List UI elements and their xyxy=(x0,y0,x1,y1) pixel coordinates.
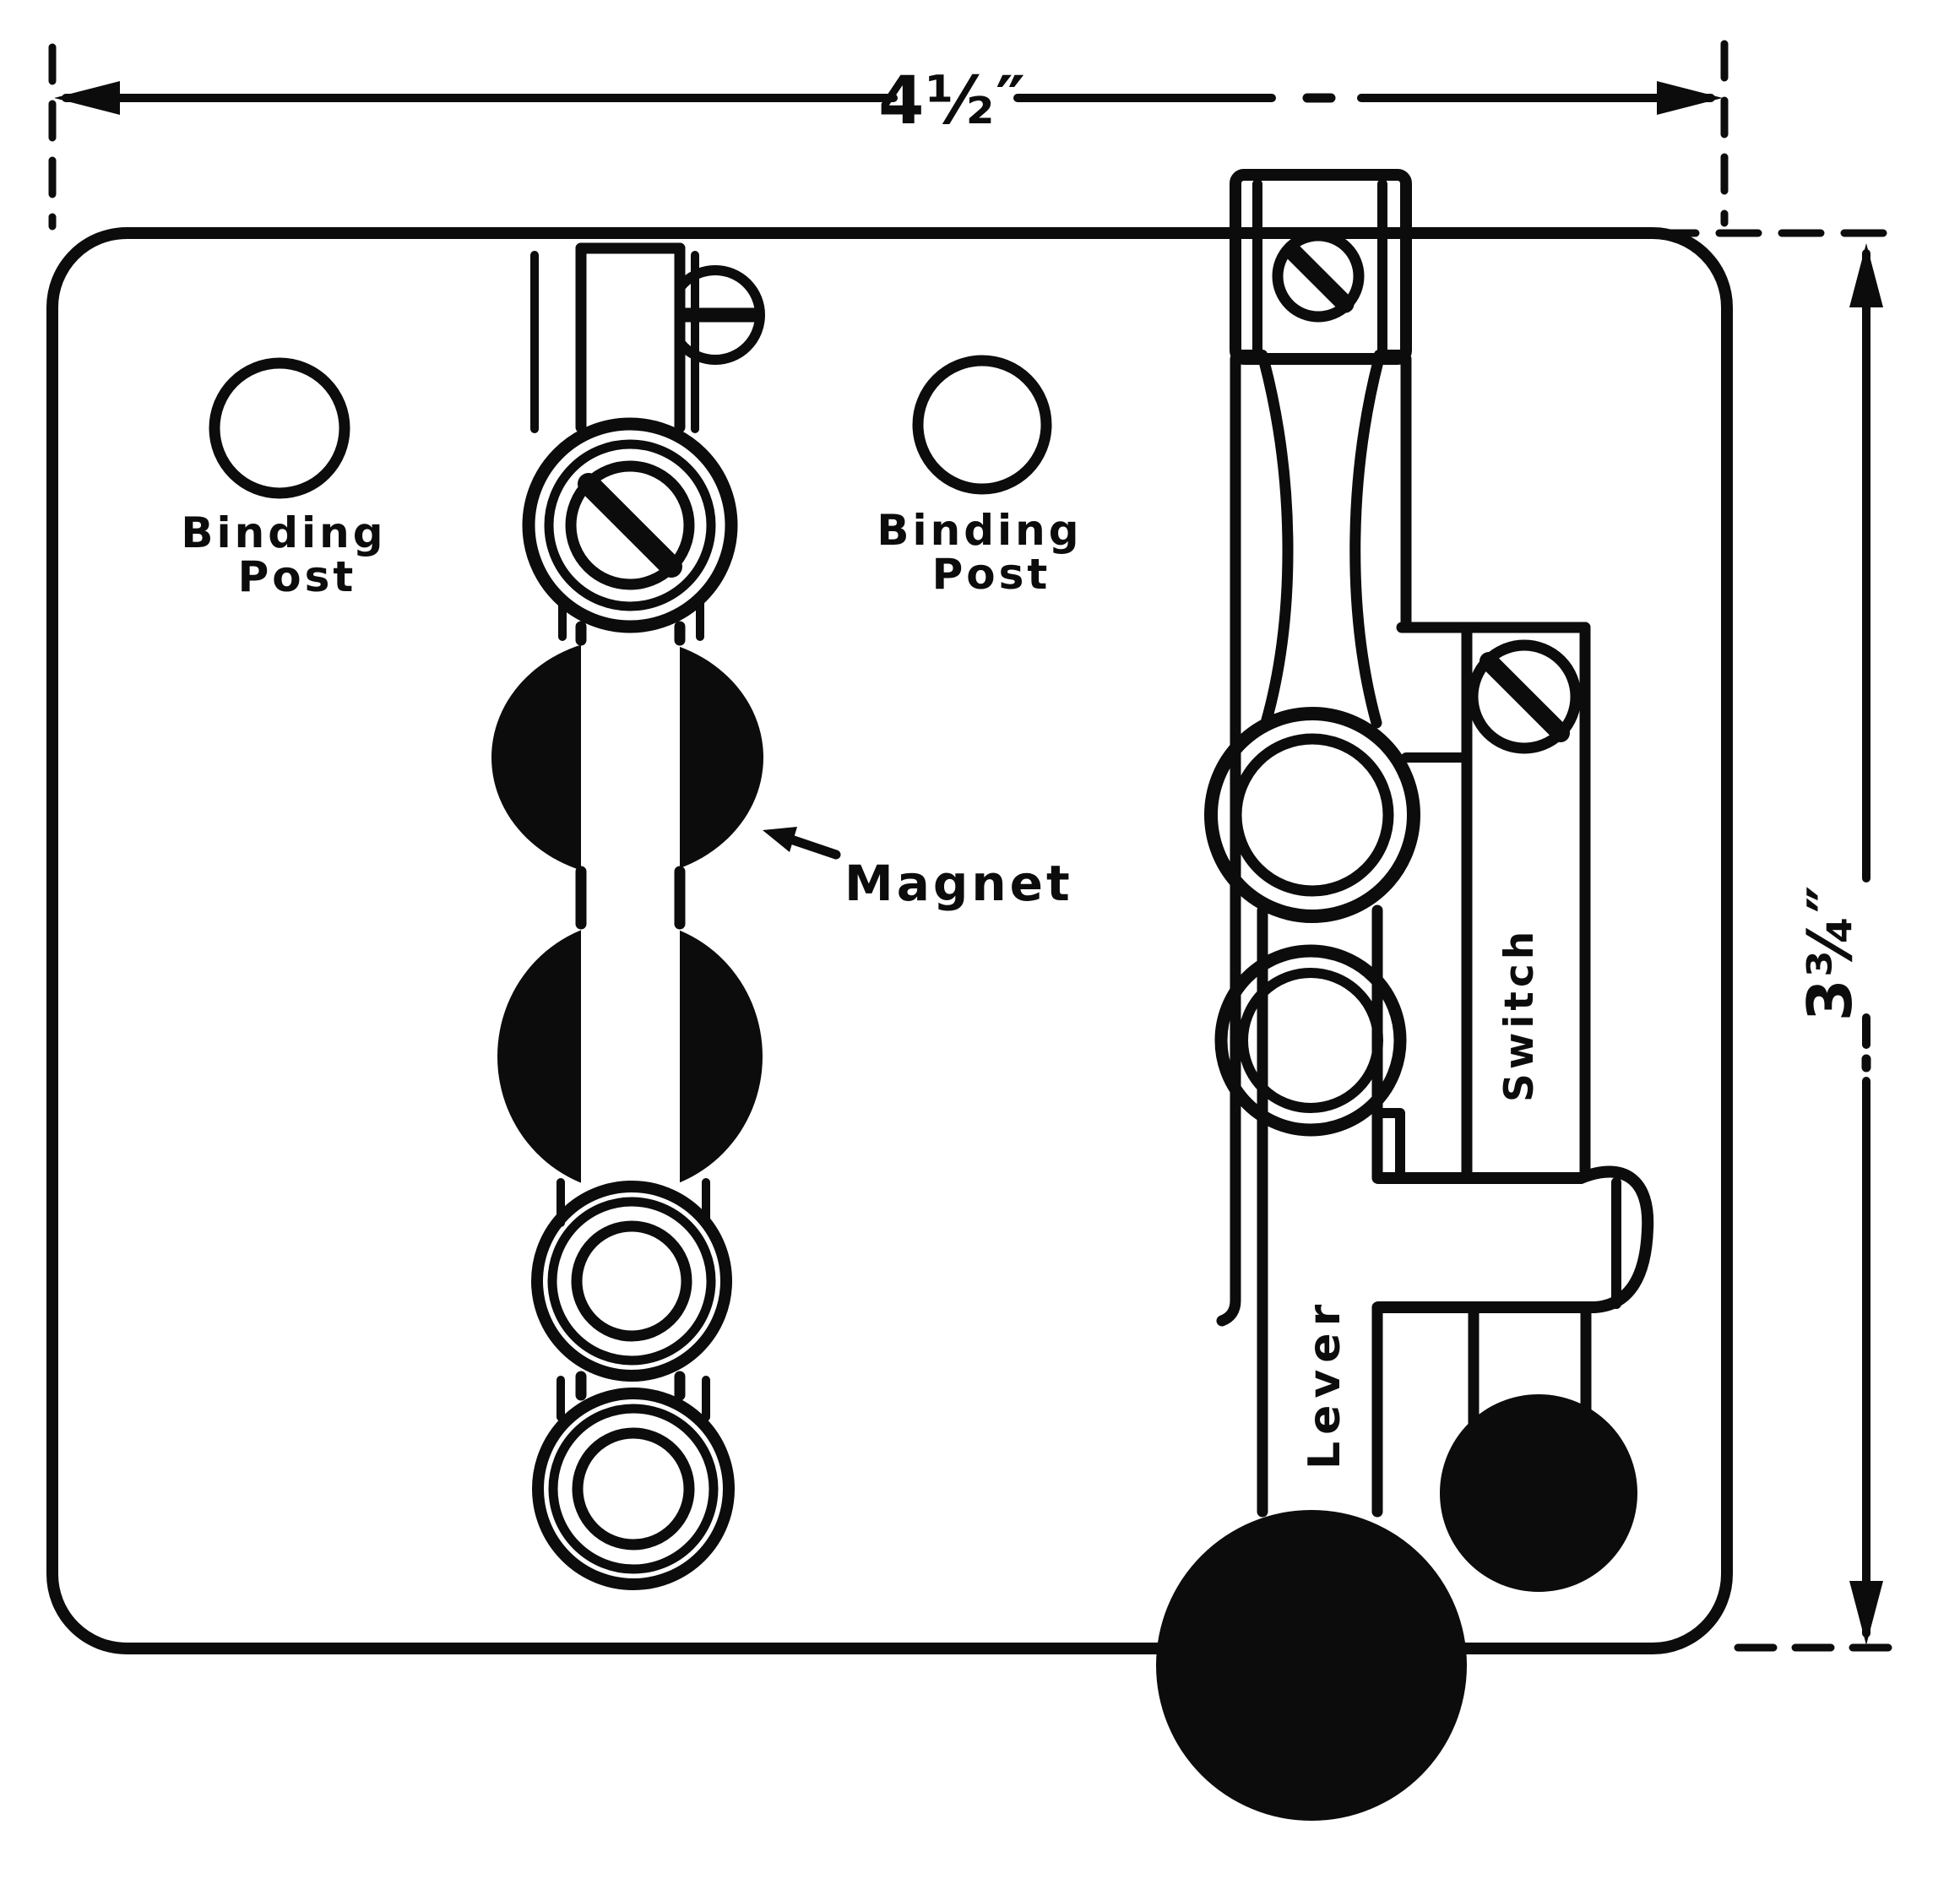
arrowhead-right-icon xyxy=(1657,81,1723,115)
key-bar xyxy=(581,247,680,1513)
lever-step xyxy=(1373,1108,1405,1181)
binding-post-right: Binding Post xyxy=(877,355,1082,599)
lever-pivot-screw-icon xyxy=(1272,230,1365,323)
binding-post-right-hole xyxy=(912,355,1052,495)
arrowhead-down-icon xyxy=(1849,1581,1883,1645)
switch-screw-icon xyxy=(1467,639,1582,754)
switch-assembly: Switch xyxy=(1396,622,1637,1592)
magnet-annotation: Magnet xyxy=(763,827,1073,912)
width-dimension-label: 4½″ xyxy=(878,63,1027,139)
lever-clevis xyxy=(1230,169,1412,365)
magnet-arrowhead-icon xyxy=(763,827,797,852)
binding-post-left-hole xyxy=(209,357,350,499)
key-contact-upper xyxy=(531,1181,732,1382)
contact-bar-cap xyxy=(1575,1165,1654,1313)
height-dimension: 3¾″ xyxy=(1653,229,1894,1652)
binding-post-left: Binding Post xyxy=(181,357,386,601)
binding-post-left-label-2: Post xyxy=(238,552,357,601)
lever-contact-upper xyxy=(1204,707,1420,923)
binding-post-left-label-1: Binding xyxy=(181,508,386,557)
lever-assembly: Lever xyxy=(1156,169,1467,1821)
switch-label: Switch xyxy=(1496,927,1543,1102)
adjusting-screw-icon xyxy=(522,417,738,633)
binding-post-right-label-1: Binding xyxy=(877,506,1082,555)
binding-post-right-label-2: Post xyxy=(932,550,1051,599)
arrowhead-left-icon xyxy=(54,81,120,115)
key-contact-lower xyxy=(532,1388,735,1590)
arrowhead-up-icon xyxy=(1849,243,1883,307)
magnet-label: Magnet xyxy=(844,855,1073,912)
key-bar-edges xyxy=(575,242,686,1401)
width-dimension: 4½″ xyxy=(48,40,1729,231)
contact-bar xyxy=(1372,1165,1654,1313)
height-dimension-label: 3¾″ xyxy=(1794,884,1865,1022)
lever-contact-lower xyxy=(1214,944,1407,1137)
key-assembly xyxy=(491,242,765,1590)
lever-label: Lever xyxy=(1300,1298,1350,1469)
switch-knob xyxy=(1440,1394,1637,1592)
lever-knob xyxy=(1156,1510,1467,1821)
base-plate xyxy=(46,227,1733,1654)
